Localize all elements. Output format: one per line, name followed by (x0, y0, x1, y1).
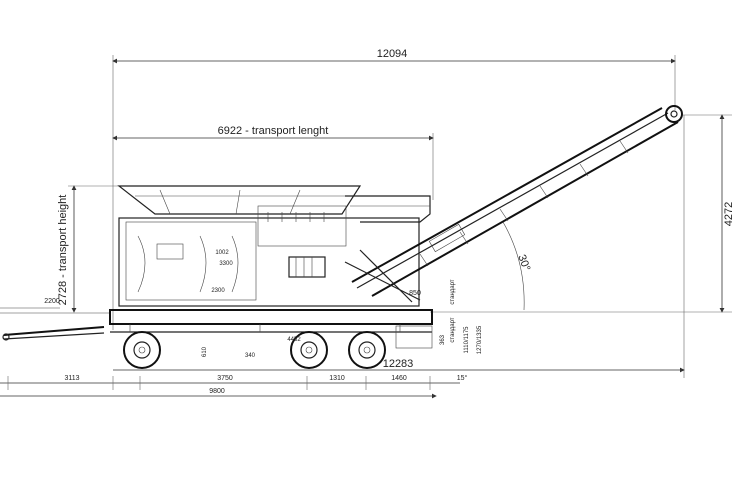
wheel-rear-1 (290, 331, 328, 369)
rear-offset-label: 15° (457, 374, 468, 382)
side-850-label: 850 (409, 290, 421, 297)
machine-outline (2, 105, 683, 369)
frame-610-label: 610 (202, 346, 208, 357)
transport-length-label: 6922 - transport lenght (218, 125, 329, 137)
conveyor-height-label: 4272 (723, 202, 735, 226)
dimension-labels: 12094 6922 - transport lenght 2728 - tra… (44, 48, 735, 395)
axle-span-3-label: 1460 (391, 375, 407, 382)
side-363-label: 363 (440, 334, 446, 345)
total-bottom-label: 9800 (209, 388, 225, 395)
overall-length-label: 12094 (377, 48, 408, 60)
bin-1002-label: 1002 (215, 250, 229, 256)
side-1110-label: 1110/1175 (464, 326, 470, 354)
side-label-a: стандарт (450, 317, 456, 342)
bin-2300-label: 2300 (211, 288, 225, 294)
ground-clearance-label: 2200 (44, 298, 60, 305)
frame-4452-label: 4452 (287, 337, 301, 343)
wheel-front (123, 331, 161, 369)
frame-340-label: 340 (245, 353, 256, 359)
dimension-lines (0, 55, 732, 399)
axle-span-2-label: 1310 (329, 375, 345, 382)
transport-height-label: 2728 - transport height (57, 195, 69, 306)
conveyor-boom (344, 105, 683, 303)
conveyor-angle-label: 30° (515, 253, 532, 273)
side-1270-label: 1270/1335 (477, 325, 483, 354)
wheel-rear-2 (348, 331, 386, 369)
reach-bottom-label: 12283 (383, 358, 414, 370)
side-label-b: стандарт (450, 279, 456, 304)
drawbar-label: 3113 (64, 375, 79, 382)
axle-span-1-label: 3750 (217, 375, 233, 382)
bin-3300-label: 3300 (219, 261, 233, 267)
